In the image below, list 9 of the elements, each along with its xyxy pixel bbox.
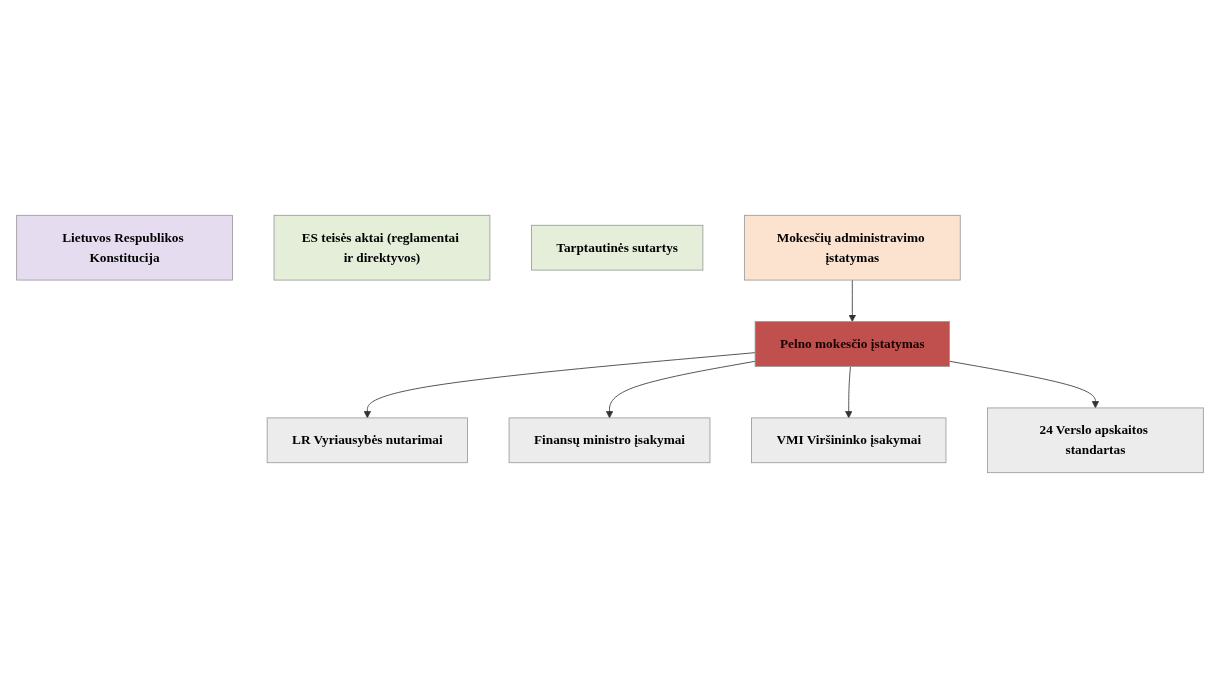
node-box: Mokesčių administravimo įstatymas — [743, 214, 961, 281]
node-box: LR Vyriausybės nutarimai — [266, 417, 468, 464]
node-box: Tarptautinės sutartys — [530, 224, 704, 271]
node-box: Finansų ministro įsakymai — [508, 417, 711, 464]
node-box: 24 Verslo apskaitos standartas — [987, 407, 1204, 474]
node-box: VMI Viršininko įsakymai — [751, 417, 947, 464]
node-box: Pelno mokesčio įstatymas — [754, 321, 950, 367]
node-box: Lietuvos Respublikos Konstitucija — [16, 214, 233, 281]
node-box: ES teisės aktai (reglamentai ir direktyvos) — [273, 214, 491, 281]
